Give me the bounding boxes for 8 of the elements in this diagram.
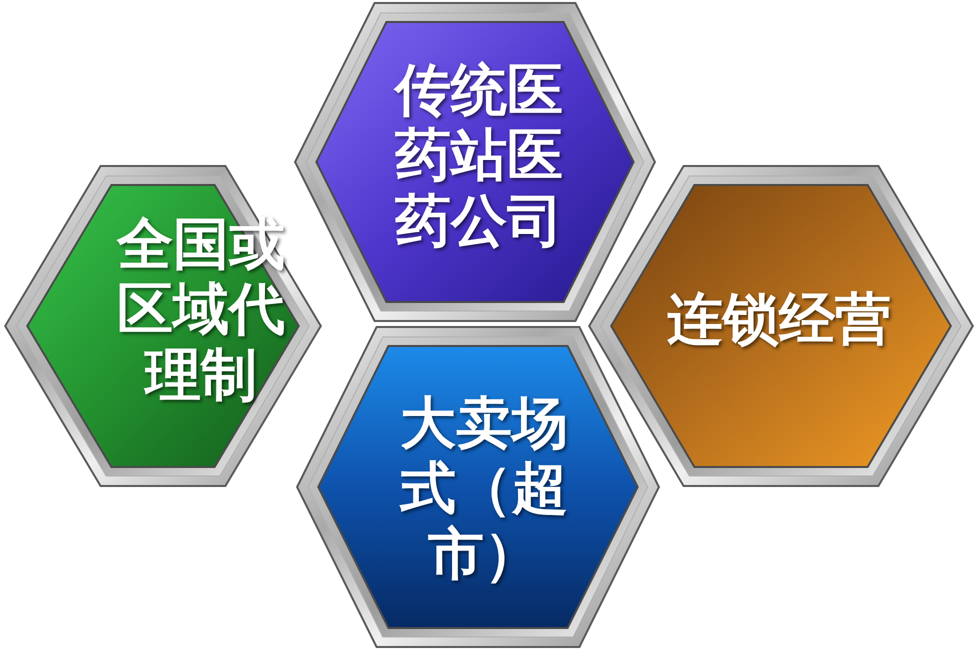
hexagon-tile bbox=[4, 165, 322, 487]
hexagon-tile bbox=[294, 2, 656, 322]
tile-label: 全国或区域代理制 bbox=[116, 212, 288, 408]
tile-label: 传统医药站医药公司 bbox=[392, 58, 564, 254]
hexagon-tile bbox=[588, 165, 974, 487]
tile-label: 连锁经营 bbox=[666, 287, 892, 353]
tile-label: 大卖场式（超市） bbox=[398, 390, 569, 588]
hexagon-tile bbox=[296, 326, 660, 648]
